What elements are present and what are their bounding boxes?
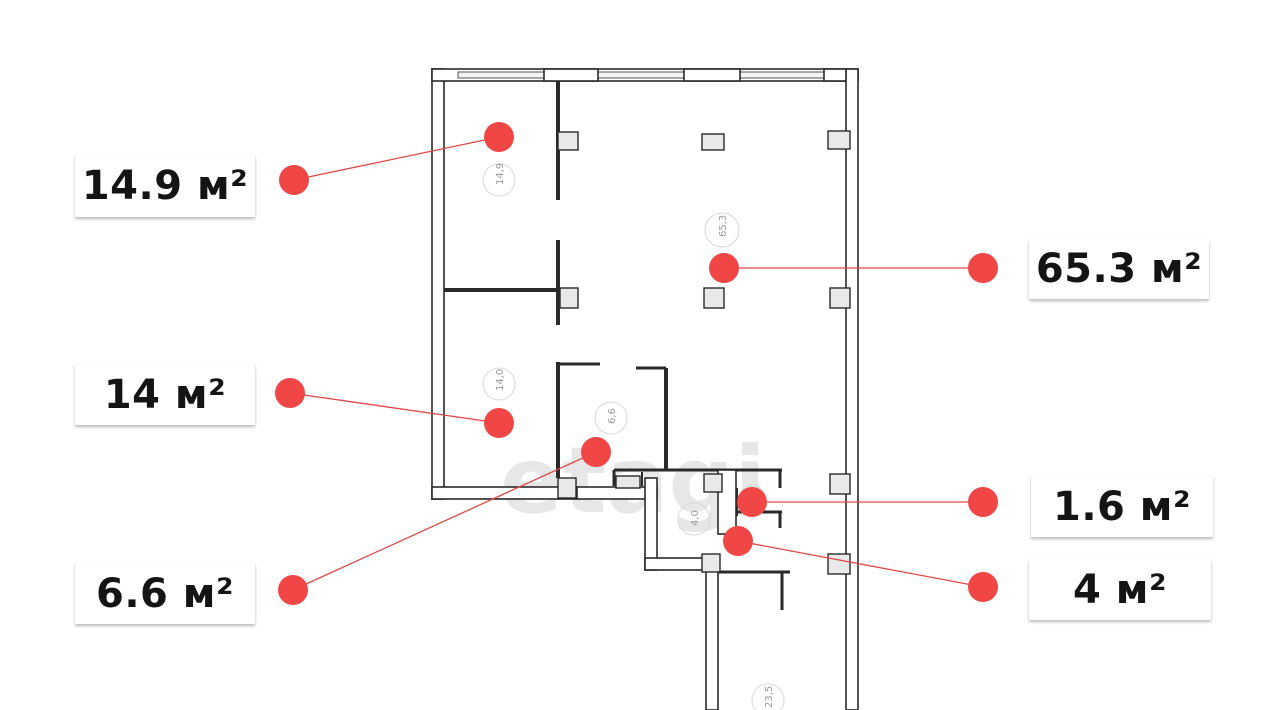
- area-label-room-7: 14.9 м²: [75, 155, 255, 217]
- area-label-room-1: 1.6 м²: [1031, 476, 1213, 537]
- leader-line-room-5: [292, 451, 597, 591]
- room-2-tag: 4,0: [690, 510, 701, 526]
- room-tag-texts: 14,9 65,3 14,0 6,6 4,0 23,5: [495, 163, 775, 708]
- room-6-tag: 14,0: [495, 369, 506, 391]
- leader-lines: [289, 136, 984, 591]
- leader-line-room-2: [737, 540, 984, 588]
- area-label-room-6: 14 м²: [75, 364, 255, 425]
- marker-room-6-label: [275, 378, 305, 408]
- partitions: [444, 81, 790, 610]
- area-label-room-2: 4 м²: [1029, 559, 1211, 620]
- marker-room-4-plan: [709, 253, 739, 283]
- window-piers: [543, 68, 847, 82]
- marker-room-2-plan: [723, 526, 753, 556]
- leader-line-room-7: [293, 136, 500, 181]
- room-3-tag: 23,5: [764, 686, 775, 708]
- room-tags: [482, 163, 785, 710]
- marker-room-7-plan: [484, 122, 514, 152]
- area-label-room-4: 65.3 м²: [1029, 239, 1209, 299]
- markers: [275, 122, 998, 605]
- marker-room-1-label: [968, 487, 998, 517]
- leader-line-room-6: [289, 392, 500, 424]
- room-4-tag: 65,3: [718, 215, 729, 237]
- marker-room-5-label: [278, 575, 308, 605]
- marker-room-6-plan: [484, 408, 514, 438]
- columns: [557, 130, 851, 575]
- marker-room-2-label: [968, 572, 998, 602]
- marker-room-4-label: [968, 253, 998, 283]
- room-7-tag: 14,9: [495, 163, 506, 185]
- marker-room-1-plan: [737, 487, 767, 517]
- marker-room-5-plan: [581, 437, 611, 467]
- marker-room-7-label: [279, 165, 309, 195]
- room-5-tag: 6,6: [607, 408, 618, 424]
- windows: [457, 71, 825, 79]
- area-label-room-5: 6.6 м²: [75, 563, 255, 624]
